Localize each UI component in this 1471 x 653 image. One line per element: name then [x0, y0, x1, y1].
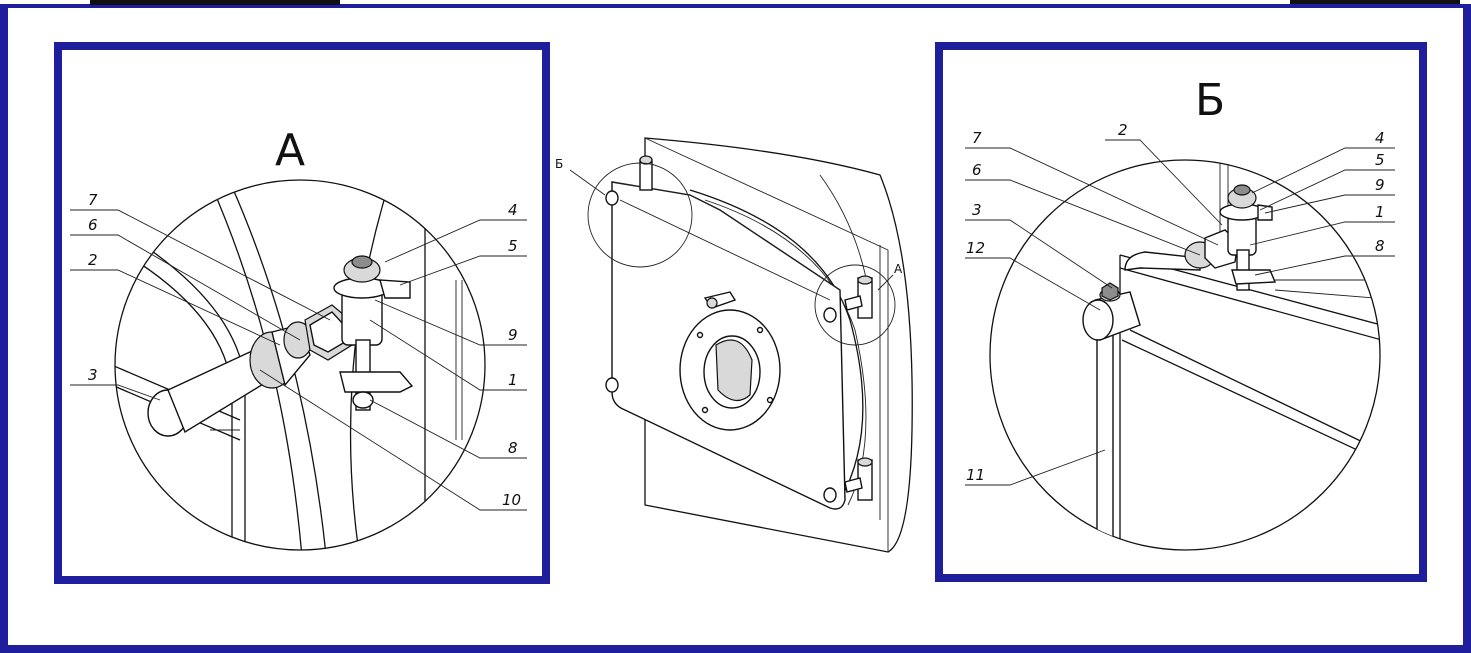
- center-bolt-bottom-right: [844, 457, 873, 501]
- label-a-8: 8: [508, 439, 518, 457]
- label-a-7: 7: [88, 191, 98, 209]
- callout-circle-b: [587, 162, 693, 268]
- label-a-5: 5: [508, 237, 518, 255]
- detail-a-leaders: [70, 209, 527, 511]
- label-b-3: 3: [972, 201, 982, 219]
- label-b-12: 12: [966, 239, 985, 257]
- label-a-1: 1: [508, 371, 518, 389]
- label-b-4: 4: [1375, 129, 1385, 147]
- label-b-2: 2: [1118, 121, 1128, 139]
- drum-outline: [689, 189, 864, 501]
- label-b-7: 7: [972, 129, 982, 147]
- detail-a-circle: [114, 179, 486, 551]
- label-b-6: 6: [972, 161, 982, 179]
- center-assembly-view: Б А: [555, 137, 913, 553]
- label-b-1: 1: [1375, 203, 1385, 221]
- callout-circle-a: [814, 264, 896, 346]
- detail-b-circle: [989, 159, 1381, 551]
- detail-a-title: А: [275, 125, 305, 176]
- detail-a-panel: А: [54, 42, 550, 584]
- label-a-2: 2: [88, 251, 98, 269]
- detail-b-panel: Б: [935, 42, 1427, 582]
- pin-assembly: [147, 255, 414, 437]
- callout-label-b: Б: [555, 157, 563, 171]
- cropped-text-fragment: [90, 0, 340, 5]
- top-cut-strip: [0, 0, 1471, 4]
- label-a-4: 4: [508, 201, 518, 219]
- label-b-8: 8: [1375, 237, 1385, 255]
- label-a-6: 6: [88, 216, 98, 234]
- label-a-9: 9: [508, 326, 518, 344]
- detail-b-frame: [935, 42, 1427, 582]
- callout-label-a: А: [894, 262, 903, 276]
- label-b-9: 9: [1375, 176, 1385, 194]
- label-a-10: 10: [502, 491, 521, 509]
- label-b-11: 11: [966, 466, 985, 484]
- housing-outline: [644, 137, 913, 553]
- center-flange: [679, 309, 781, 431]
- detail-b-title: Б: [1195, 75, 1225, 126]
- label-b-5: 5: [1375, 151, 1385, 169]
- center-bolt-right: [844, 275, 873, 319]
- detail-b-content: [1096, 160, 1380, 550]
- center-bolt-top-left: [639, 155, 653, 191]
- detail-b-leaders: [965, 139, 1395, 486]
- label-a-3: 3: [88, 366, 98, 384]
- detail-a-frame: [54, 42, 550, 584]
- cropped-text-fragment: [1290, 0, 1460, 4]
